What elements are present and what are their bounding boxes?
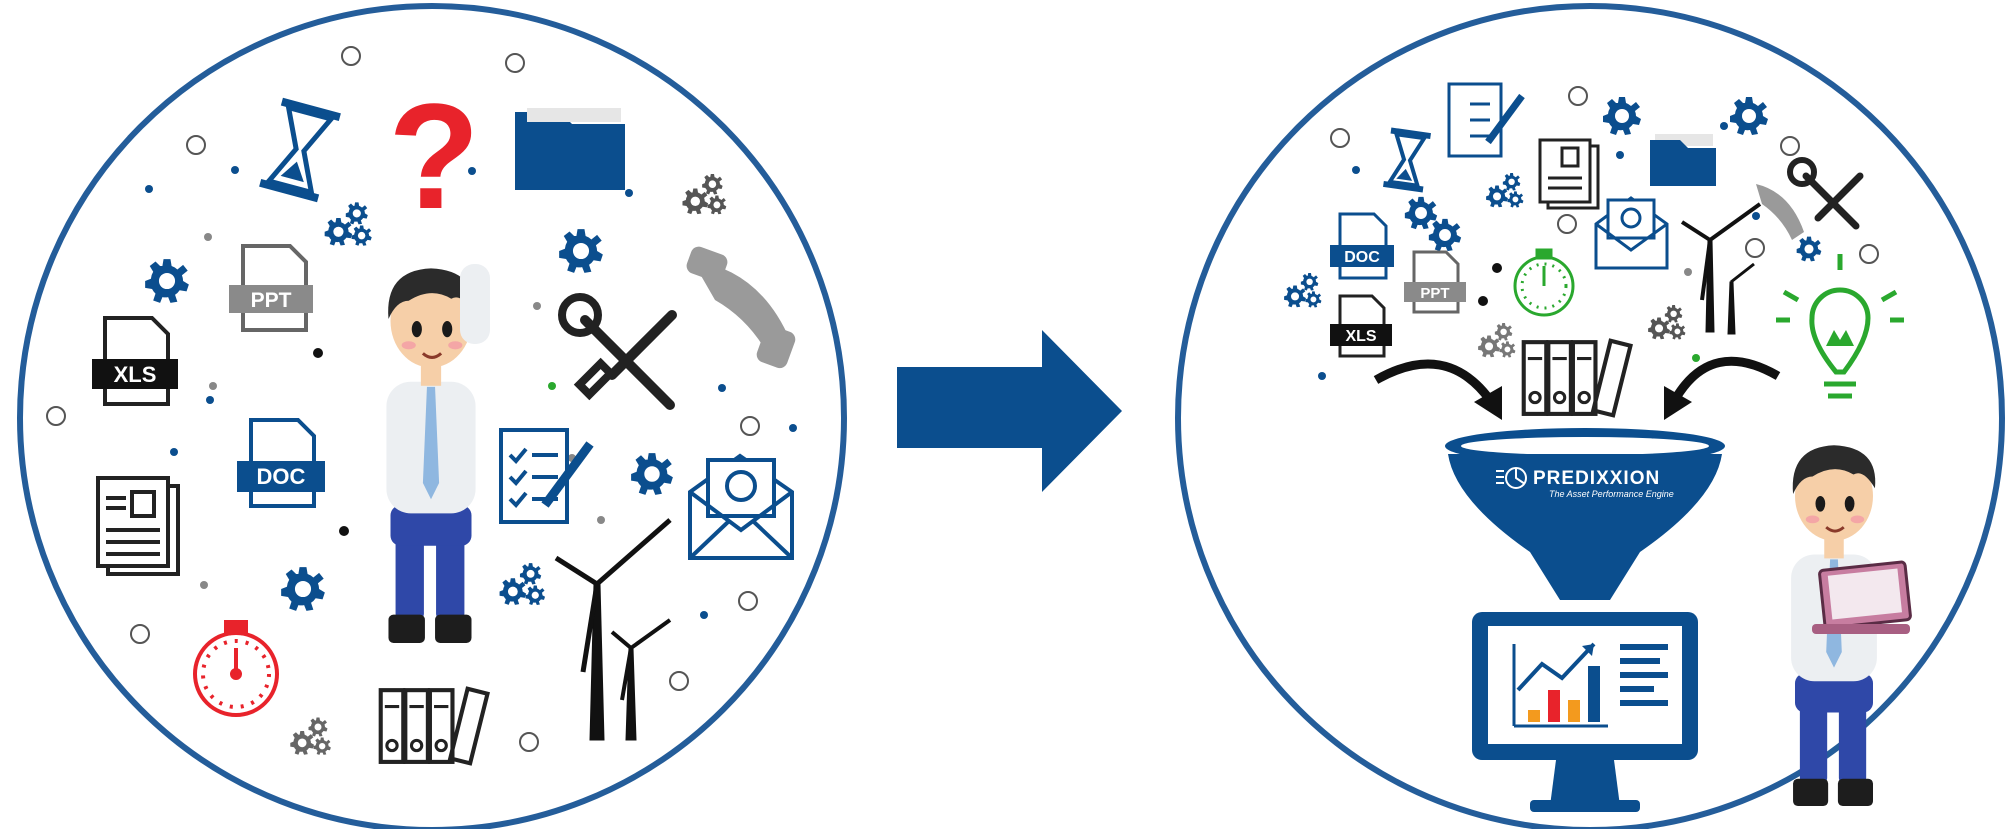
xls-label: XLS (114, 362, 157, 387)
before-panel: ? PPT (17, 3, 847, 829)
tools-icon (558, 293, 677, 410)
after-panel: DOC PPT XLS (1175, 3, 2005, 829)
tools-icon-small (1787, 157, 1864, 230)
stopwatch-icon-green (1513, 248, 1575, 317)
laptop-icon (1812, 560, 1912, 634)
wind-turbine-icon-small (1680, 202, 1762, 335)
wind-turbine-icon (554, 518, 672, 741)
scatter-dots-right (1318, 86, 1879, 380)
resume-document-icon (96, 476, 180, 576)
transition-arrow (897, 330, 1122, 492)
xls-file-icon: XLS (92, 316, 178, 406)
doc-label: DOC (257, 464, 306, 489)
chart-icon (1512, 642, 1668, 728)
brand-tagline: The Asset Performance Engine (1549, 489, 1674, 499)
doc-file-icon: DOC (237, 418, 325, 508)
email-icon-small (1594, 196, 1669, 270)
doc-label-right: DOC (1344, 249, 1380, 266)
brand-name: PREDIXXION (1533, 468, 1660, 489)
scatter-dots (46, 46, 797, 752)
ppt-label-right: PPT (1420, 285, 1449, 302)
folder-icon-small (1650, 134, 1716, 186)
checklist-icon-small (1447, 82, 1525, 158)
xls-label-right: XLS (1345, 328, 1376, 345)
hourglass-icon (259, 97, 341, 203)
resume-document-icon-small (1538, 138, 1600, 210)
xls-file-icon-small: XLS (1330, 294, 1392, 358)
brand-logo: PREDIXXION The Asset Performance Engine (1496, 467, 1674, 499)
predixxion-funnel: PREDIXXION The Asset Performance Engine (1445, 428, 1725, 600)
phone-icon-small (1756, 184, 1804, 240)
curved-arrow-left (1373, 359, 1502, 420)
email-icon (688, 453, 794, 560)
question-mark-icon: ? (388, 72, 480, 240)
analytics-monitor (1472, 612, 1698, 812)
hand-on-head (460, 264, 490, 344)
ppt-file-icon: PPT (229, 244, 313, 332)
ppt-file-icon-small: PPT (1404, 250, 1466, 314)
phone-icon (686, 246, 796, 369)
checklist-icon (499, 428, 594, 524)
lightbulb-icon (1776, 254, 1904, 399)
doc-file-icon-small: DOC (1330, 212, 1394, 280)
curved-arrow-right (1664, 356, 1781, 420)
ppt-label: PPT (251, 289, 292, 312)
hourglass-icon-small (1383, 127, 1431, 193)
stopwatch-icon (193, 620, 279, 717)
folder-icon (515, 108, 625, 190)
